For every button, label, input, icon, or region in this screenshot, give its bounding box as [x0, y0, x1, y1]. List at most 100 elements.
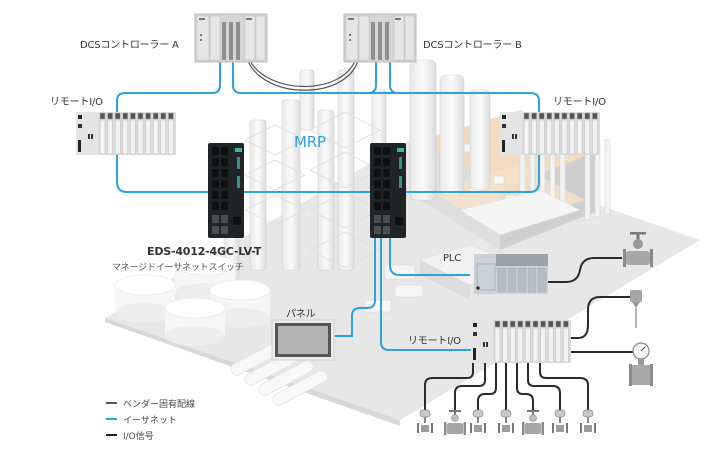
level-sensor — [630, 290, 642, 328]
ethernet-lines — [116, 62, 540, 351]
io-slot-module — [584, 119, 591, 155]
label-panel: パネル — [286, 309, 316, 320]
io-slot-module — [160, 119, 167, 155]
io-slot-terminal — [576, 112, 583, 120]
rj45-port — [374, 169, 381, 177]
io-slot-module — [517, 327, 524, 363]
label-dcs-controller-a: DCSコントローラー A — [80, 40, 179, 51]
rj45-port — [383, 158, 390, 166]
rj45-port — [383, 169, 390, 177]
flowmeter-gauge — [629, 342, 653, 386]
rj45-port — [383, 202, 390, 210]
io-slot-terminal — [509, 320, 516, 328]
legend: ベンダー固有配線 イーサネット I/O信号 — [106, 395, 195, 443]
io-slot-terminal — [523, 112, 530, 120]
io-slot-terminal — [538, 112, 545, 120]
transmitter-icon — [580, 409, 596, 433]
io-slot-module — [145, 119, 151, 155]
legend-swatch — [106, 402, 117, 404]
io-slot-module — [152, 119, 159, 155]
rj45-port — [212, 180, 219, 188]
io-slot-module — [592, 119, 598, 155]
label-dcs-controller-b: DCSコントローラー B — [423, 40, 522, 51]
hmi-panel — [271, 319, 335, 361]
rj45-port — [212, 158, 219, 166]
io-slot-terminal — [160, 112, 167, 120]
transmitter-icon — [470, 409, 486, 433]
io-slot-terminal — [569, 112, 575, 120]
io-slot-module — [555, 327, 562, 363]
io-slot-module — [525, 327, 531, 363]
io-slot-terminal — [145, 112, 151, 120]
rj45-port — [374, 158, 381, 166]
io-slot-module — [130, 119, 136, 155]
io-slot-module — [114, 119, 121, 155]
legend-swatch — [106, 433, 117, 437]
io-slot-module — [122, 119, 129, 155]
io-slot-terminal — [525, 320, 531, 328]
io-slot-terminal — [122, 112, 129, 120]
label-mrp: MRP — [294, 133, 326, 151]
io-slot-terminal — [531, 112, 537, 120]
legend-item-vendor-wiring: ベンダー固有配線 — [106, 395, 195, 411]
io-slot-module — [546, 119, 553, 155]
io-slot-terminal — [540, 320, 546, 328]
io-slot-module — [532, 327, 539, 363]
label-remote-io-left: リモートI/O — [50, 97, 103, 108]
dcs-controller-a — [194, 13, 268, 63]
io-slot-terminal — [592, 112, 598, 120]
remote-io-bottom — [471, 320, 571, 363]
io-slot-module — [531, 119, 537, 155]
io-slot-terminal — [584, 112, 591, 120]
rj45-port — [374, 202, 381, 210]
rj45-port — [221, 158, 228, 166]
io-slot-terminal — [137, 112, 144, 120]
plc-unit — [474, 254, 548, 294]
legend-item-io-signal: I/O信号 — [106, 427, 195, 443]
rj45-port — [374, 180, 381, 188]
legend-label: ベンダー固有配線 — [123, 399, 196, 410]
io-slot-terminal — [130, 112, 136, 120]
io-slot-module — [561, 119, 568, 155]
io-slot-terminal — [555, 320, 562, 328]
rj45-port — [374, 147, 381, 155]
io-slot-module — [569, 119, 575, 155]
control-boxes — [364, 264, 424, 313]
io-slot-module — [554, 119, 560, 155]
rj45-port — [221, 180, 228, 188]
io-slot-terminal — [502, 320, 508, 328]
managed-switch-right — [370, 143, 406, 238]
io-slot-module — [563, 327, 569, 363]
label-remote-io-right: リモートI/O — [553, 97, 606, 108]
rj45-port — [221, 202, 228, 210]
plant-background — [105, 59, 700, 426]
rj45-port — [374, 191, 381, 199]
io-slot-module — [99, 119, 106, 155]
io-slot-module — [576, 119, 583, 155]
label-plc: PLC — [443, 253, 461, 264]
io-slot-module — [523, 119, 530, 155]
rj45-port — [221, 169, 228, 177]
io-slot-terminal — [114, 112, 121, 120]
io-slot-terminal — [99, 112, 106, 120]
remote-io-right — [500, 112, 600, 155]
transmitter-icon — [498, 409, 514, 433]
rj45-port — [212, 202, 219, 210]
io-slot-module — [540, 327, 546, 363]
rj45-port — [221, 147, 228, 155]
io-slot-module — [538, 119, 545, 155]
storage-tanks — [114, 254, 271, 346]
io-slot-terminal — [561, 112, 568, 120]
io-signal-wiring — [424, 257, 640, 410]
vendor-specific-wiring — [247, 60, 359, 91]
io-slot-terminal — [546, 112, 553, 120]
io-slot-terminal — [152, 112, 159, 120]
io-slot-module — [502, 327, 508, 363]
rj45-port — [383, 147, 390, 155]
legend-swatch — [106, 417, 117, 421]
control-valve-icon — [522, 410, 544, 435]
field-devices — [417, 409, 596, 435]
io-slot-module — [137, 119, 144, 155]
rj45-port — [221, 191, 228, 199]
